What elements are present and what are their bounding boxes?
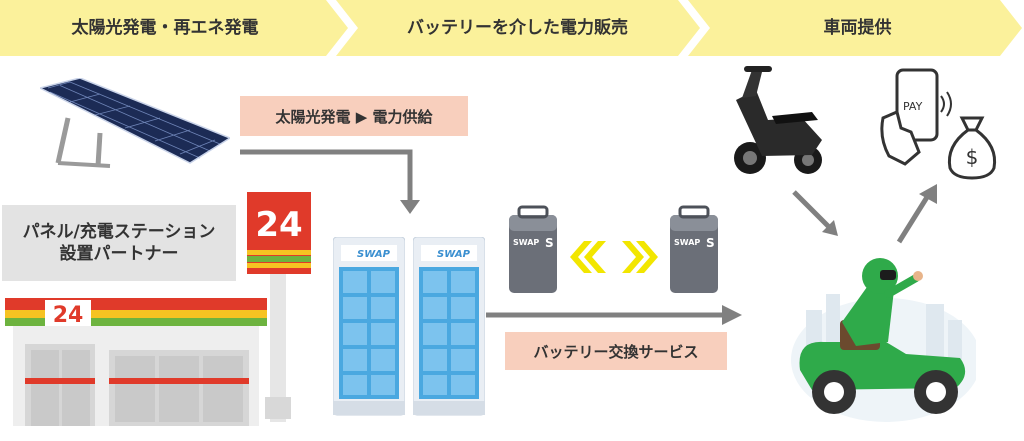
solar-supply-label: 太陽光発電 ▶ 電力供給 [240, 96, 468, 136]
mobile-pay-icon: PAY [880, 68, 952, 166]
header-chevron-1 [0, 0, 348, 56]
station-left-brand: SWAP [357, 249, 391, 260]
swap-exchange-arrows-icon [570, 241, 658, 273]
pay-text: PAY [903, 100, 923, 113]
arrow-battery-to-rider [486, 305, 742, 325]
station-right-brand: SWAP [437, 249, 471, 260]
header-chevron-bar [0, 0, 1022, 56]
swap-station-left: SWAP [333, 237, 405, 416]
header-chevron-2 [336, 0, 700, 56]
step-label-battery-sales: バッテリーを介した電力販売 [407, 18, 628, 38]
battery-left-brand: SWAP [513, 238, 539, 247]
partner-label-line2: 設置パートナー [59, 244, 179, 264]
header-chevron-3 [688, 0, 1022, 56]
store-pole-sign: 24 [247, 192, 311, 422]
arrow-rider-to-payment [896, 184, 937, 244]
swap-station-right: SWAP [413, 237, 485, 416]
store-sign-number: 24 [53, 303, 84, 328]
battery-left-icon: SWAP S [509, 205, 557, 293]
delivery-rider-icon [791, 258, 976, 422]
pole-sign-number: 24 [255, 205, 302, 245]
step-label-solar: 太陽光発電・再エネ発電 [71, 18, 259, 38]
battery-right-logo: S [706, 236, 715, 250]
battery-right-icon: SWAP S [670, 205, 718, 293]
convenience-store-icon: 24 [5, 298, 267, 426]
currency-symbol: $ [966, 145, 979, 169]
battery-right-brand: SWAP [674, 238, 700, 247]
money-bag-icon: $ [947, 116, 997, 180]
solar-panel-icon [40, 78, 230, 168]
arrow-scooter-to-rider [792, 190, 838, 236]
arrow-solar-to-station [240, 149, 420, 214]
scooter-icon [734, 66, 822, 174]
partner-label: パネル/充電ステーション 設置パートナー [2, 205, 236, 281]
partner-label-line1: パネル/充電ステーション [22, 222, 216, 242]
step-label-vehicle: 車両提供 [823, 18, 892, 38]
battery-swap-service-label: バッテリー交換サービス [505, 332, 727, 370]
battery-left-logo: S [545, 236, 554, 250]
